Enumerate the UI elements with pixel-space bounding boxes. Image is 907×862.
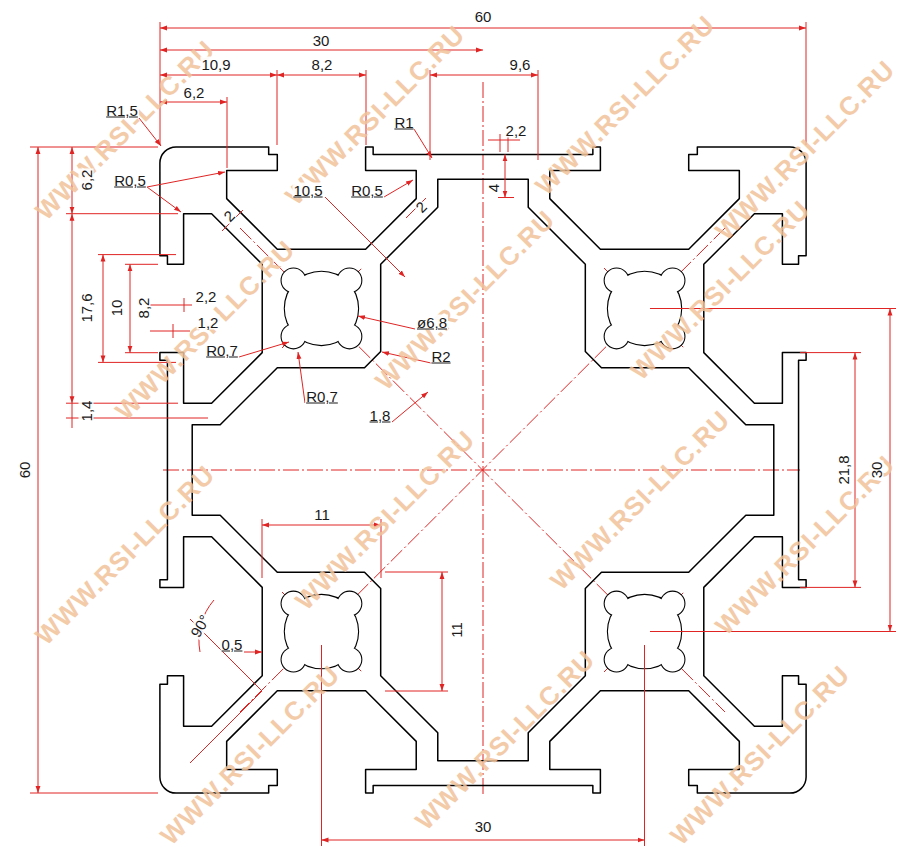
watermark: WWW.RSI-LLC.RU [31, 461, 220, 650]
dimension-label: 17,6 [79, 292, 94, 323]
dimension-label: 30 [474, 819, 493, 834]
extension-lines [30, 22, 896, 846]
dimension-label: 8,2 [311, 57, 334, 72]
dimension-label: 90° [187, 612, 212, 641]
dimension-label: 2,2 [505, 123, 528, 138]
dimension-label: 21,8 [836, 454, 851, 485]
center-lines [163, 82, 800, 795]
dimension-label: 60 [17, 461, 32, 480]
dimension-label: ø6,8 [416, 315, 448, 330]
dimension-label: 0,5 [221, 637, 244, 652]
dimension-label: 60 [474, 9, 493, 24]
dimension-label: R1,5 [105, 103, 139, 118]
dimension-label: 30 [312, 33, 331, 48]
dimension-label: R0,5 [113, 173, 147, 188]
profile-section [160, 147, 806, 793]
dimension-label: 4 [486, 183, 501, 193]
dimension-label: 10,9 [200, 57, 231, 72]
dimension-label: 6,2 [183, 85, 206, 100]
dimension-label: 11 [313, 507, 331, 522]
dimension-label: 11 [449, 621, 464, 639]
watermark: WWW.RSI-LLC.RU [281, 21, 470, 210]
dimension-label: 2 [220, 207, 238, 225]
watermark: WWW.RSI-LLC.RU [666, 661, 855, 850]
dimension-label: 2,2 [195, 289, 218, 304]
dimension-label: 9,6 [509, 57, 532, 72]
dimension-label: 2 [412, 198, 430, 216]
dimension-label: 6,2 [79, 169, 94, 192]
dimension-label: R1 [393, 115, 414, 130]
dimension-label: 1,8 [369, 408, 392, 423]
leader-lines [139, 118, 432, 763]
dimension-label: 10 [109, 299, 124, 318]
dimension-label: R0,7 [205, 343, 239, 358]
dimension-label: R2 [430, 349, 451, 364]
dimension-label: 30 [869, 461, 884, 480]
dimension-label: 10,5 [292, 183, 323, 198]
dimension-label: 1,2 [197, 315, 220, 330]
watermark: WWW.RSI-LLC.RU [546, 406, 735, 595]
watermark: WWW.RSI-LLC.RU [371, 206, 560, 395]
dimension-label: 1,4 [79, 400, 94, 423]
dimension-label: 8,2 [136, 297, 151, 320]
watermark: WWW.RSI-LLC.RU [31, 36, 220, 225]
watermark: WWW.RSI-LLC.RU [411, 646, 600, 835]
dimension-label: R0,7 [305, 389, 339, 404]
dimension-lines [38, 28, 890, 840]
dimension-label: R0,5 [350, 183, 384, 198]
